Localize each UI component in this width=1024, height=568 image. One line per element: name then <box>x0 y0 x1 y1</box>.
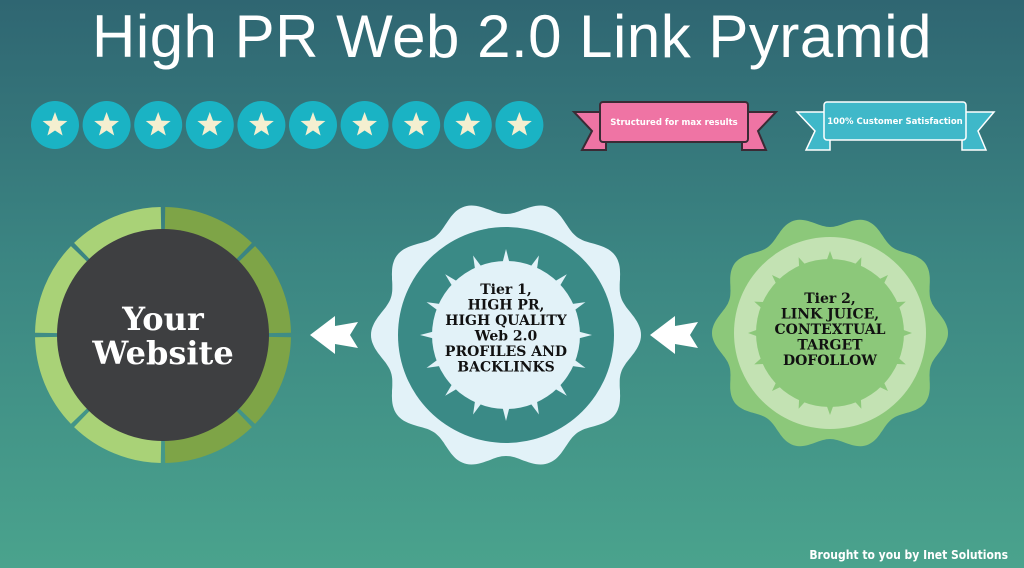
banner-label: Structured for max results <box>610 118 737 128</box>
banner-label: 100% Customer Satisfaction <box>827 117 962 127</box>
banner-satisfaction: 100% Customer Satisfaction <box>795 101 996 151</box>
ring-segment <box>164 409 252 463</box>
footer-credit: Brought to you by Inet Solutions <box>809 548 1008 562</box>
tier-text-line: CONTEXTUAL <box>775 322 886 338</box>
star-icon <box>82 101 131 149</box>
website-circle: Your Website <box>35 207 291 463</box>
star-icon <box>340 101 389 149</box>
star-icon <box>392 101 441 149</box>
ring-segment <box>237 336 291 424</box>
star-icon <box>237 101 286 149</box>
arrow-left-icon <box>310 316 358 354</box>
tier-text-line: LINK JUICE, <box>781 307 879 323</box>
star-icon <box>443 101 492 149</box>
banner-structured: Structured for max results <box>571 101 779 151</box>
page-title: High PR Web 2.0 Link Pyramid <box>92 3 932 70</box>
ring-segment <box>74 409 162 463</box>
tier-text-line: PROFILES AND <box>445 344 567 360</box>
star-icon <box>289 101 337 149</box>
website-line1: Your <box>121 300 205 338</box>
tier-text-line: DOFOLLOW <box>783 353 877 369</box>
star-rating <box>31 101 544 149</box>
star-icon <box>31 101 79 149</box>
ring-segment <box>74 207 162 261</box>
tier-text-line: HIGH QUALITY <box>445 313 567 329</box>
star-icon <box>495 101 544 149</box>
tier-text-line: TARGET <box>797 338 863 354</box>
tier2-badge: Tier 2,LINK JUICE,CONTEXTUALTARGETDOFOLL… <box>712 219 948 447</box>
website-line2: Website <box>91 334 233 372</box>
arrow-left-icon <box>650 316 698 354</box>
tier-text-line: Tier 2, <box>804 291 856 307</box>
ring-segment <box>164 207 252 261</box>
ring-segment <box>35 336 89 424</box>
tier-text-line: Tier 1, <box>480 282 532 298</box>
ring-segment <box>237 246 291 334</box>
star-icon <box>134 101 183 149</box>
tier-text-line: Web 2.0 <box>474 329 538 345</box>
tier-text-line: BACKLINKS <box>457 360 554 376</box>
tier-text-line: HIGH PR, <box>468 298 545 314</box>
ring-segment <box>35 246 89 334</box>
star-icon <box>185 101 234 149</box>
